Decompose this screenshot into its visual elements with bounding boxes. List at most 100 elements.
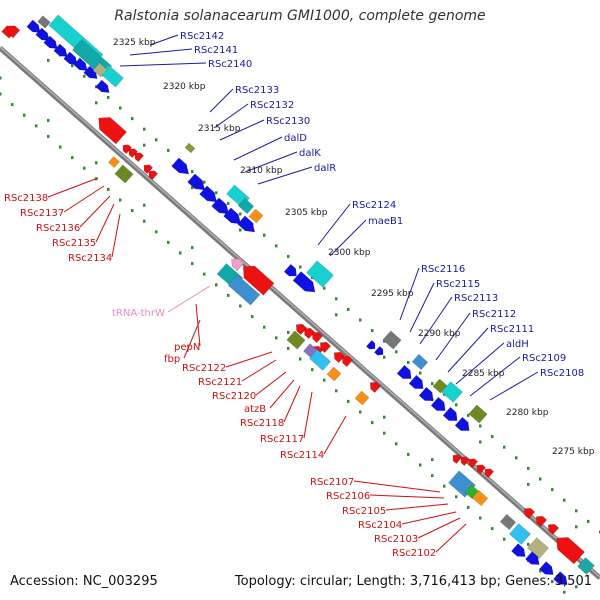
gene-feature	[295, 324, 308, 336]
gene-block-shape	[577, 557, 595, 575]
gene-feature	[341, 356, 354, 368]
tick-dot	[491, 435, 494, 439]
reverse-leader-line	[323, 415, 347, 455]
gene-feature	[499, 513, 517, 531]
gene-feature	[408, 374, 424, 389]
gene-feature	[92, 62, 108, 78]
gene-feature	[418, 386, 434, 401]
reverse-leader-line	[385, 503, 449, 511]
tick-dot	[491, 527, 494, 531]
gene-arrow-shape	[535, 516, 548, 528]
reverse-gene-label: RSc2136	[36, 223, 80, 234]
gene-block-shape	[468, 404, 488, 424]
tick-dot	[215, 191, 218, 195]
tick-dot	[143, 127, 146, 131]
forward-leader-line	[257, 166, 313, 185]
tick-dot	[191, 186, 194, 190]
tick-dot	[287, 346, 290, 350]
gene-arrow-shape	[369, 382, 382, 394]
gene-arrow-shape	[237, 215, 256, 233]
gene-feature	[430, 396, 446, 411]
gene-arrow-shape	[211, 197, 230, 215]
gene-block-shape	[184, 142, 196, 154]
gene-arrow-shape	[311, 332, 324, 344]
ruler-label: 2295 kbp	[371, 289, 414, 299]
tick-dot	[107, 95, 110, 99]
ruler-label: 2305 kbp	[285, 208, 328, 218]
tick-dot	[227, 293, 230, 297]
gene-feature	[199, 185, 218, 203]
tick-dot	[239, 304, 242, 308]
forward-leader-line	[317, 203, 351, 246]
tick-dot	[503, 445, 506, 449]
gene-arrow-shape	[134, 152, 144, 162]
gene-feature	[308, 349, 332, 371]
forward-leader-line	[219, 119, 265, 141]
gene-arrow-shape	[484, 468, 494, 478]
gene-arrow-shape	[223, 207, 242, 225]
gene-arrow-shape	[148, 170, 158, 180]
tick-dot	[155, 230, 158, 234]
gene-arrow-shape	[374, 346, 384, 356]
reverse-gene-label: RSc2137	[20, 208, 64, 219]
forward-gene-label: RSc2109	[522, 353, 566, 364]
gene-arrow-shape	[73, 57, 88, 71]
reverse-leader-line	[435, 523, 467, 553]
tick-dot	[383, 339, 386, 343]
forward-gene-label: RSc2116	[421, 264, 465, 275]
tick-dot	[323, 286, 326, 290]
reverse-leader-line	[111, 213, 121, 258]
gene-features	[1, 14, 595, 585]
gene-feature	[134, 152, 144, 162]
gene-arrow-shape	[408, 374, 424, 389]
reverse-gene-label: RSc2138	[4, 193, 48, 204]
gene-feature	[98, 117, 127, 145]
gene-feature	[326, 366, 342, 382]
tick-dot	[383, 415, 386, 419]
gene-arrow-shape	[547, 524, 560, 536]
gene-arrow-shape	[452, 454, 462, 464]
gene-feature	[460, 456, 470, 466]
gene-feature	[468, 404, 488, 424]
gene-arrow-shape	[295, 324, 308, 336]
gene-feature	[211, 197, 230, 215]
forward-leader-line	[447, 327, 489, 373]
gene-feature	[35, 27, 50, 41]
reverse-gene-label: atzB	[244, 404, 266, 415]
forward-gene-label: dalR	[314, 163, 336, 174]
gene-arrow-shape	[341, 356, 354, 368]
gene-feature	[432, 378, 448, 394]
tick-dot	[143, 203, 146, 207]
reverse-leader-line	[195, 303, 201, 347]
gene-arrow-shape	[53, 43, 68, 57]
gene-feature	[382, 330, 402, 350]
gene-feature	[231, 258, 245, 272]
reverse-gene-label: RSc2120	[212, 391, 256, 402]
tick-dot	[251, 315, 254, 319]
ruler-label: 2315 kbp	[198, 124, 241, 134]
tick-dot	[431, 382, 434, 386]
tick-dot	[335, 297, 338, 301]
forward-gene-labels: RSc2142RSc2141RSc2140RSc2133RSc2132RSc21…	[180, 31, 584, 379]
tick-dot	[371, 329, 374, 333]
gene-block-shape	[382, 330, 402, 350]
forward-gene-label: RSc2113	[454, 293, 498, 304]
tick-dot	[287, 330, 290, 334]
reverse-gene-label: tRNA-thrW	[112, 308, 165, 319]
tick-dot	[443, 484, 446, 488]
ruler-label: 2275 kbp	[552, 447, 595, 457]
tick-dot	[71, 64, 74, 68]
forward-leader-line	[119, 62, 207, 67]
forward-leader-line	[489, 371, 539, 401]
tick-dot	[119, 198, 122, 202]
tick-dot-tracks	[0, 42, 600, 594]
gene-feature	[237, 197, 255, 215]
tick-dot	[455, 403, 458, 407]
gene-feature	[366, 340, 376, 350]
tick-dot	[527, 542, 530, 546]
gene-arrow-shape	[43, 35, 58, 49]
forward-leader-line	[455, 342, 505, 385]
reverse-gene-label: RSc2118	[240, 418, 284, 429]
genome-summary-text: Topology: circular; Length: 3,716,413 bp…	[234, 574, 592, 589]
